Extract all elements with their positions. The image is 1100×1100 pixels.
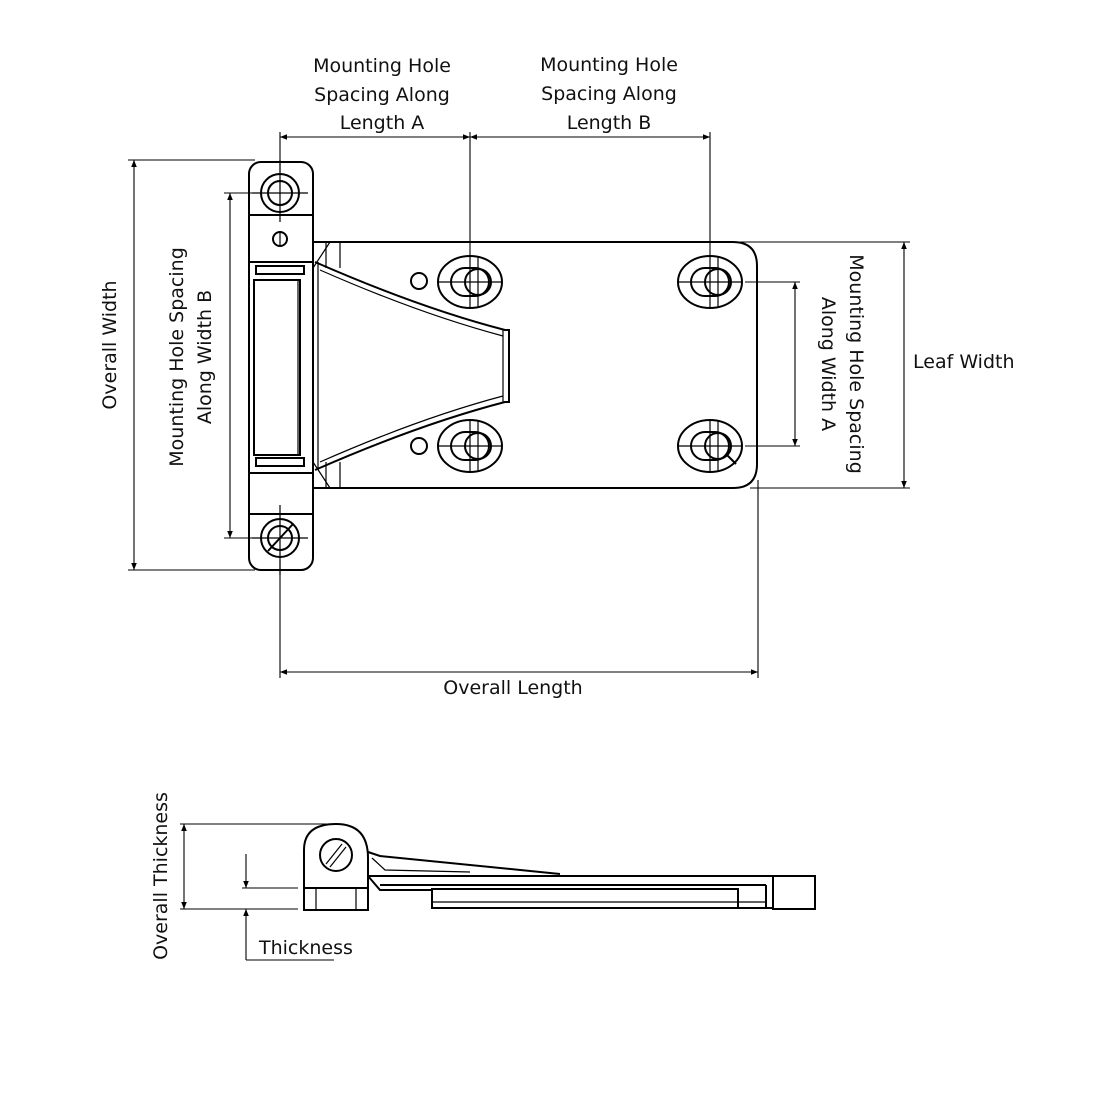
label-overall-width: Overall Width bbox=[99, 280, 121, 409]
slot-hole bbox=[437, 255, 503, 309]
label-thickness: Thickness bbox=[258, 937, 353, 959]
knuckle-pin-icon bbox=[272, 231, 288, 247]
slot-hole bbox=[437, 419, 503, 473]
dimension-overall-length: Overall Length bbox=[279, 480, 759, 699]
dimension-hole-spacing-width-b: Mounting Hole Spacing Along Width B bbox=[166, 192, 262, 539]
label-length-b-line2: Spacing Along bbox=[541, 83, 677, 105]
label-length-a-line3: Length A bbox=[340, 112, 425, 134]
pin-screw-icon bbox=[319, 838, 353, 872]
dimension-overall-width: Overall Width bbox=[99, 159, 255, 571]
side-view bbox=[303, 822, 816, 911]
dimension-thickness: Thickness bbox=[242, 854, 353, 961]
label-overall-thickness: Overall Thickness bbox=[150, 792, 172, 960]
label-length-b-line1: Mounting Hole bbox=[540, 54, 678, 76]
dimension-hole-spacing-width-a: Mounting Hole Spacing Along Width A bbox=[745, 254, 867, 474]
hinge-leaf bbox=[312, 241, 758, 489]
top-view bbox=[248, 160, 758, 575]
label-length-a-line2: Spacing Along bbox=[314, 84, 450, 106]
label-width-b-line1: Mounting Hole Spacing bbox=[166, 247, 188, 466]
label-width-a-line2: Along Width A bbox=[817, 297, 839, 431]
pilot-hole bbox=[410, 272, 428, 290]
slot-hole bbox=[677, 419, 743, 473]
label-overall-length: Overall Length bbox=[443, 677, 582, 699]
label-width-b-line2: Along Width B bbox=[194, 290, 216, 424]
dimension-overall-thickness: Overall Thickness bbox=[150, 792, 330, 960]
dimension-hole-spacing-length-b: Mounting Hole Spacing Along Length B bbox=[470, 54, 711, 256]
hinge-knuckle bbox=[248, 161, 319, 571]
label-length-b-line3: Length B bbox=[567, 112, 652, 134]
slot-hole bbox=[677, 255, 743, 309]
label-width-a-line1: Mounting Hole Spacing bbox=[845, 254, 867, 473]
pilot-hole bbox=[410, 437, 428, 455]
label-length-a-line1: Mounting Hole bbox=[313, 55, 451, 77]
dimension-leaf-width: Leaf Width bbox=[740, 241, 1015, 489]
dimension-hole-spacing-length-a: Mounting Hole Spacing Along Length A bbox=[279, 55, 471, 256]
label-leaf-width: Leaf Width bbox=[913, 351, 1015, 373]
